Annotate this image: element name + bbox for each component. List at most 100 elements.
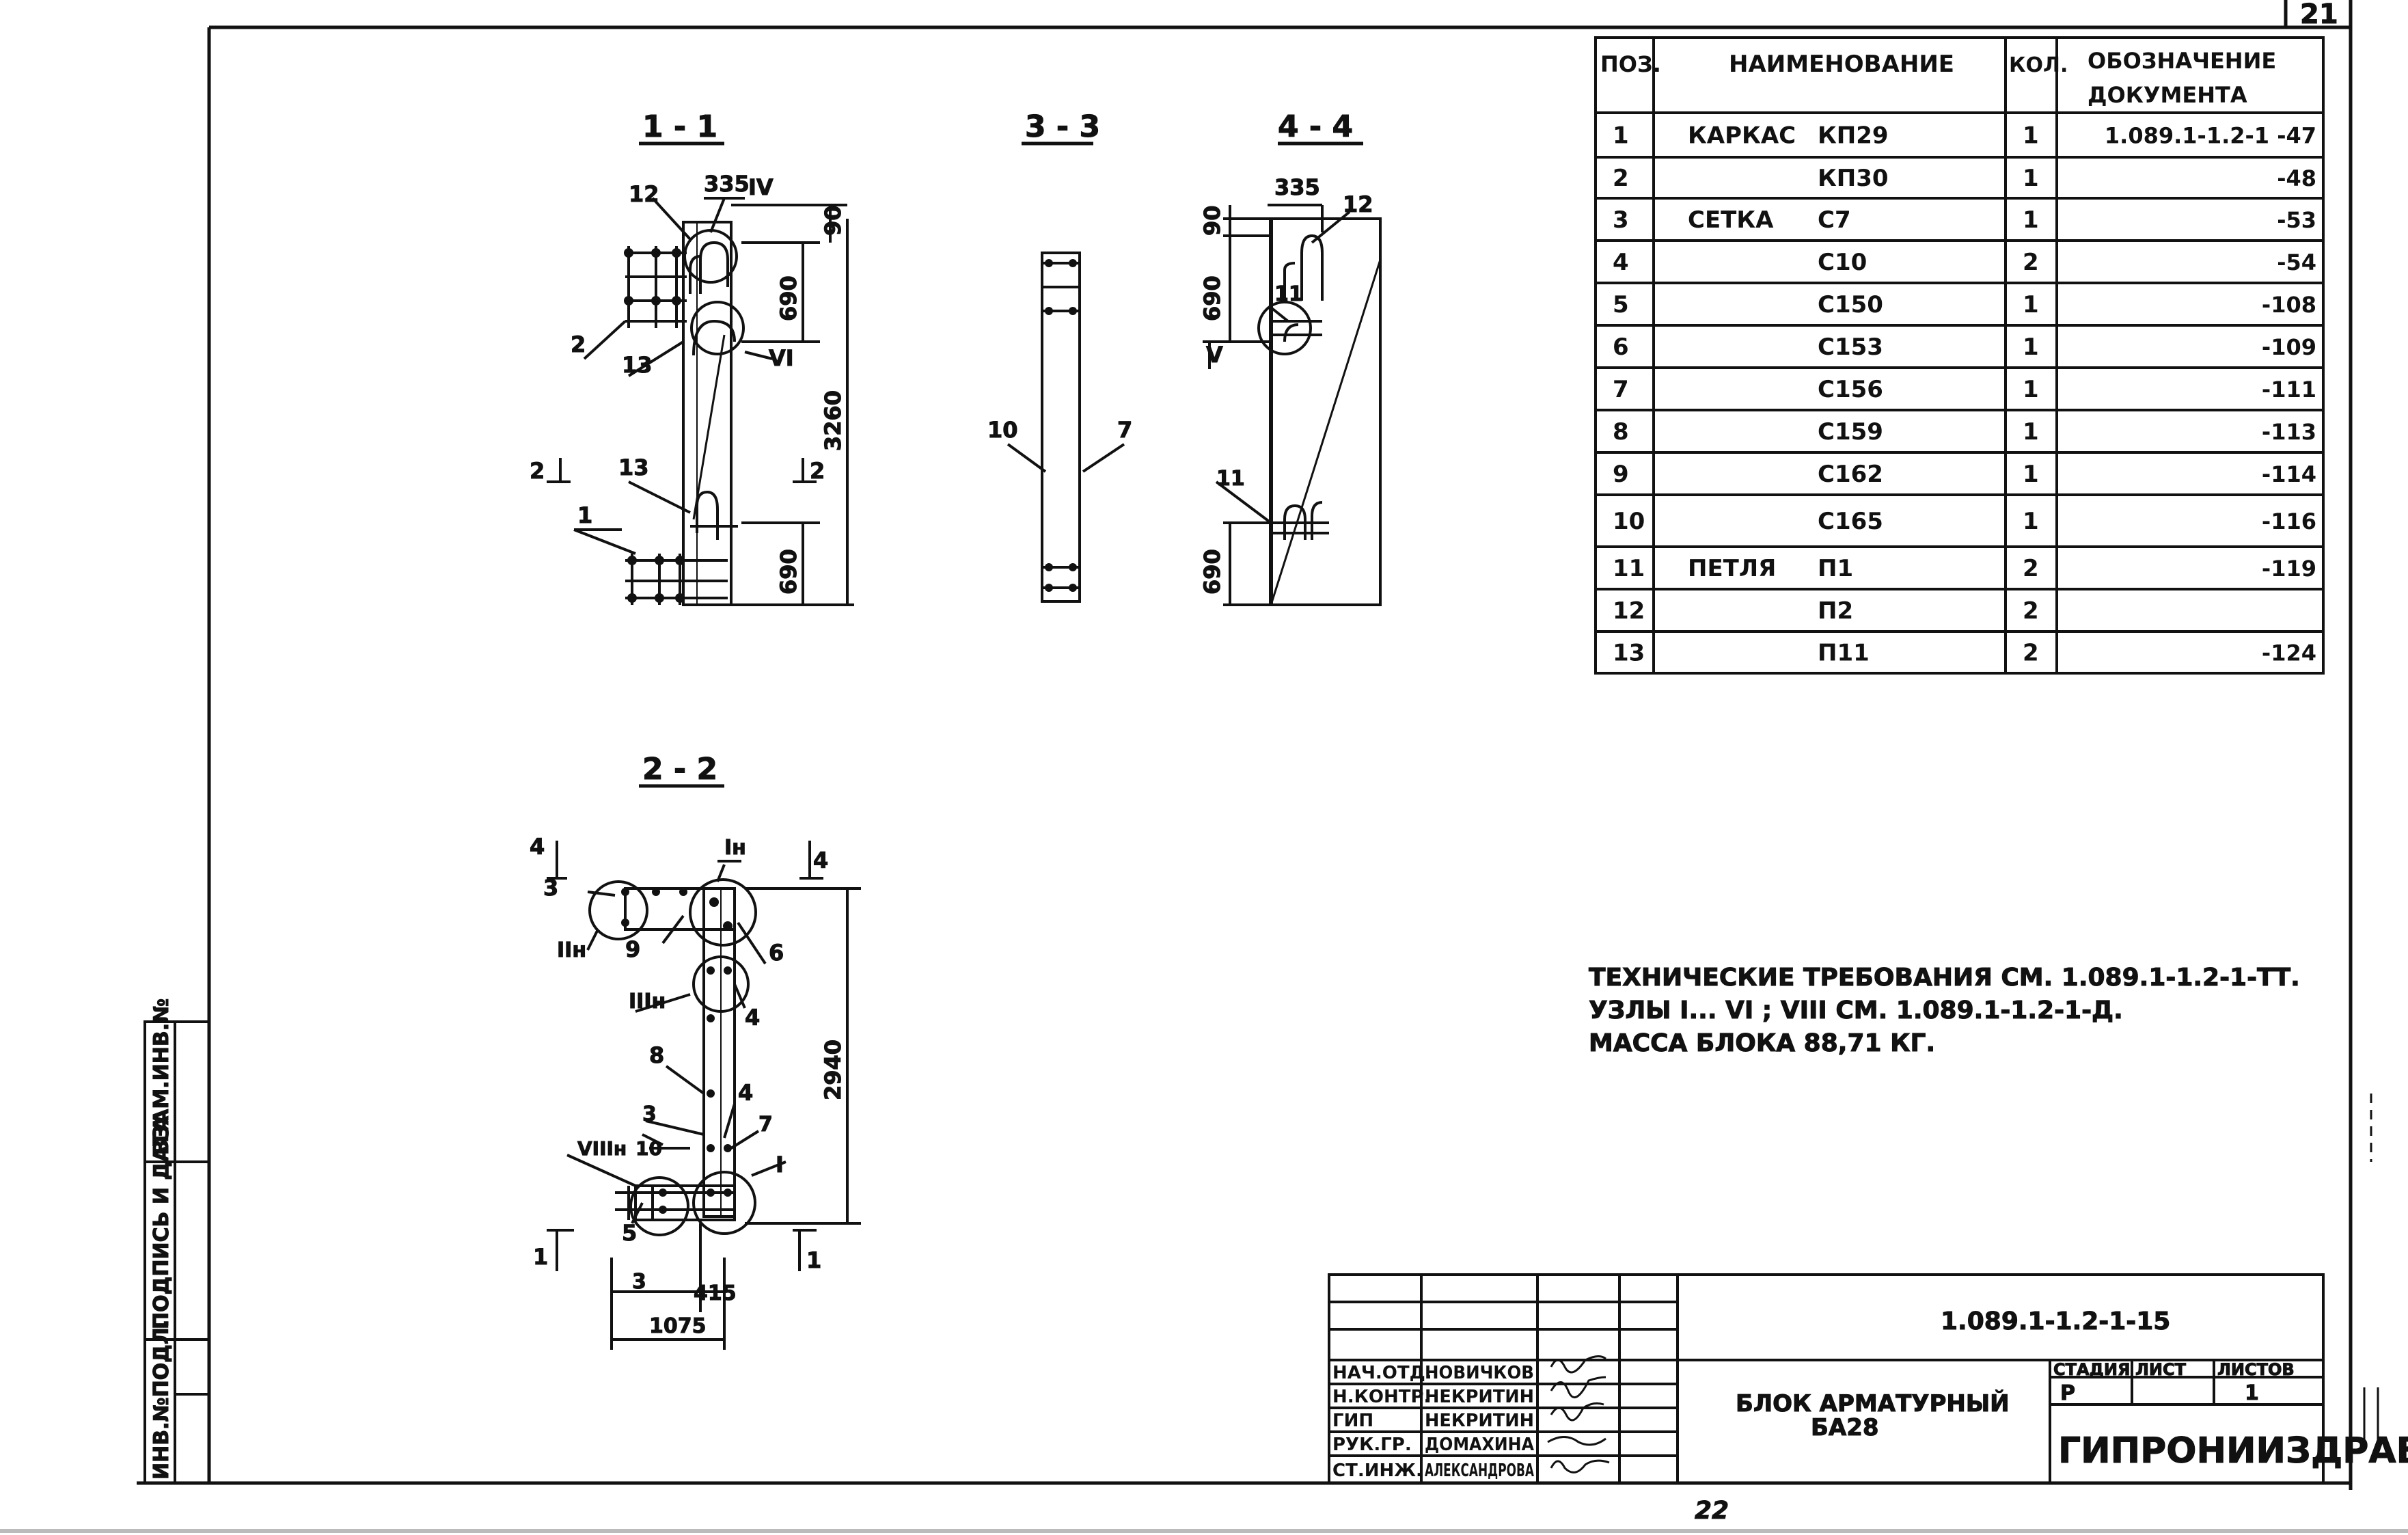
callout-IH: Iн: [724, 836, 746, 860]
dim-2940: 2940: [820, 1040, 846, 1100]
callout-13: 13: [622, 352, 653, 378]
callout-3: 3: [543, 875, 558, 901]
spec-row-pos: 5: [1613, 291, 1629, 318]
inv-no-label: ИНВ.№ПОДЛ.: [150, 1320, 174, 1480]
sheet-frame: [137, 0, 2353, 1490]
spec-row-doc: -108: [2262, 292, 2316, 318]
spec-row-doc: -114: [2262, 461, 2316, 487]
drawing-subtitle: БА28: [1811, 1414, 1879, 1441]
callout-5: 5: [622, 1220, 637, 1246]
section-2-2: [547, 784, 861, 1350]
replaced-inv-label: ВЗАМ.ИНВ.№: [150, 999, 174, 1155]
callout-1: 1: [577, 502, 592, 528]
spec-row-doc: -124: [2262, 640, 2316, 666]
spec-row-name: П2: [1818, 597, 1853, 625]
spec-row-pos: 7: [1613, 376, 1629, 403]
note-nodes: УЗЛЫ I... VI ; VIII СМ. 1.089.1-1.2-1-Д.: [1589, 996, 2123, 1024]
callout-VI: VI: [769, 345, 794, 371]
stamp-person-name: НОВИЧКОВ: [1425, 1363, 1534, 1383]
stamp-person-name: НЕКРИТИН: [1425, 1411, 1534, 1431]
section-mark-4-left: 4: [530, 834, 545, 860]
dim-3260: 3260: [820, 390, 846, 451]
stamp-role: Н.КОНТР.: [1332, 1387, 1430, 1407]
section-3-3: [1007, 141, 1125, 603]
spec-row-pos: 1: [1613, 122, 1629, 150]
spec-row-doc: -111: [2262, 377, 2316, 403]
spec-row-name: С156: [1818, 376, 1883, 403]
section-1-1: [547, 141, 854, 606]
section-title-4-4: 4 - 4: [1278, 109, 1353, 144]
rebar-dots-1-1: [624, 248, 685, 603]
callout-8: 8: [649, 1042, 664, 1068]
spec-row-name: С150: [1818, 291, 1883, 318]
dim-90: 90: [820, 205, 846, 236]
stamp-person-name: АЛЕКСАНДРОВА: [1425, 1461, 1534, 1481]
spec-row-group: СЕТКА: [1688, 206, 1774, 234]
spec-row-group: ПЕТЛЯ: [1688, 555, 1776, 582]
dim-690-top: 690: [776, 275, 802, 321]
specification-table: ПОЗ. НАИМЕНОВАНИЕ КОЛ. ОБОЗНАЧЕНИЕ ДОКУМ…: [1600, 48, 2276, 108]
spec-row-name: С7: [1818, 206, 1851, 234]
callout-11: 11: [1274, 282, 1303, 306]
stamp-role: НАЧ.ОТД.: [1332, 1363, 1432, 1383]
section-title-2-2: 2 - 2: [642, 752, 717, 787]
callout-10: 10: [987, 417, 1018, 443]
left-stamp-strip: [143, 1020, 210, 1484]
header-doc: ДОКУМЕНТА: [2088, 82, 2247, 108]
section-mark-2-right: 2: [810, 458, 825, 484]
spec-row-pos: 4: [1613, 249, 1629, 276]
spec-row-qty: 1: [2023, 122, 2039, 150]
spec-row-name: С159: [1818, 418, 1883, 446]
dim-335: 335: [704, 171, 750, 197]
spec-row-name: П11: [1818, 640, 1870, 667]
spec-row-qty: 2: [2023, 597, 2039, 625]
spec-row-qty: 1: [2023, 461, 2039, 488]
sheet-label: ЛИСТ: [2135, 1360, 2187, 1379]
callout-12: 12: [1343, 191, 1373, 217]
spec-row-qty: 1: [2023, 418, 2039, 446]
callout-3: 3: [642, 1102, 657, 1126]
callout-13: 13: [618, 454, 649, 480]
callout-6: 6: [769, 940, 784, 966]
callout-4: 4: [745, 1005, 760, 1031]
callout-12: 12: [629, 181, 659, 207]
callout-4: 4: [738, 1080, 753, 1106]
signature-date-label: ПОДПИСЬ И ДАТА: [150, 1115, 174, 1329]
organization-name: ГИПРОНИИЗДРАВ: [2058, 1430, 2408, 1471]
spec-row-pos: 3: [1613, 206, 1629, 234]
header-qty: КОЛ.: [2009, 53, 2068, 77]
spec-row-pos: 10: [1613, 508, 1645, 535]
sheets-value: 1: [2245, 1381, 2259, 1405]
spec-row-doc: -109: [2262, 334, 2316, 360]
callout-I: I: [776, 1152, 784, 1178]
rebar-dots-3-3: [1045, 259, 1077, 592]
callout-11: 11: [1216, 467, 1245, 491]
dim-1075: 1075: [649, 1314, 707, 1338]
spec-row-name: КП30: [1818, 165, 1889, 192]
callout-9: 9: [625, 936, 640, 962]
stamp-person-name: НЕКРИТИН: [1425, 1387, 1534, 1407]
sheets-label: ЛИСТОВ: [2217, 1360, 2295, 1379]
spec-row-qty: 2: [2023, 640, 2039, 667]
spec-row-pos: 12: [1613, 597, 1645, 625]
spec-row-name: С162: [1818, 461, 1883, 488]
header-doc: ОБОЗНАЧЕНИЕ: [2088, 48, 2276, 74]
spec-row-qty: 1: [2023, 291, 2039, 318]
spec-row-pos: 2: [1613, 165, 1629, 192]
dim-90: 90: [1199, 205, 1225, 236]
sheet-number: 21: [2300, 0, 2338, 30]
specification-table-grid: [1594, 36, 2325, 675]
section-mark-2-left: 2: [530, 458, 545, 484]
spec-row-qty: 1: [2023, 206, 2039, 234]
callout-7: 7: [1117, 417, 1132, 443]
stamp-role: ГИП: [1332, 1411, 1373, 1431]
dim-690-bottom: 690: [776, 549, 802, 595]
rebar-dots-2-2: [621, 888, 733, 1214]
header-name: НАИМЕНОВАНИЕ: [1729, 51, 1954, 78]
callout-7: 7: [758, 1113, 773, 1137]
dim-415: 415: [694, 1281, 737, 1305]
spec-row-doc: 1.089.1-1.2-1 -47: [2105, 123, 2316, 149]
callout-V: V: [1206, 342, 1223, 368]
